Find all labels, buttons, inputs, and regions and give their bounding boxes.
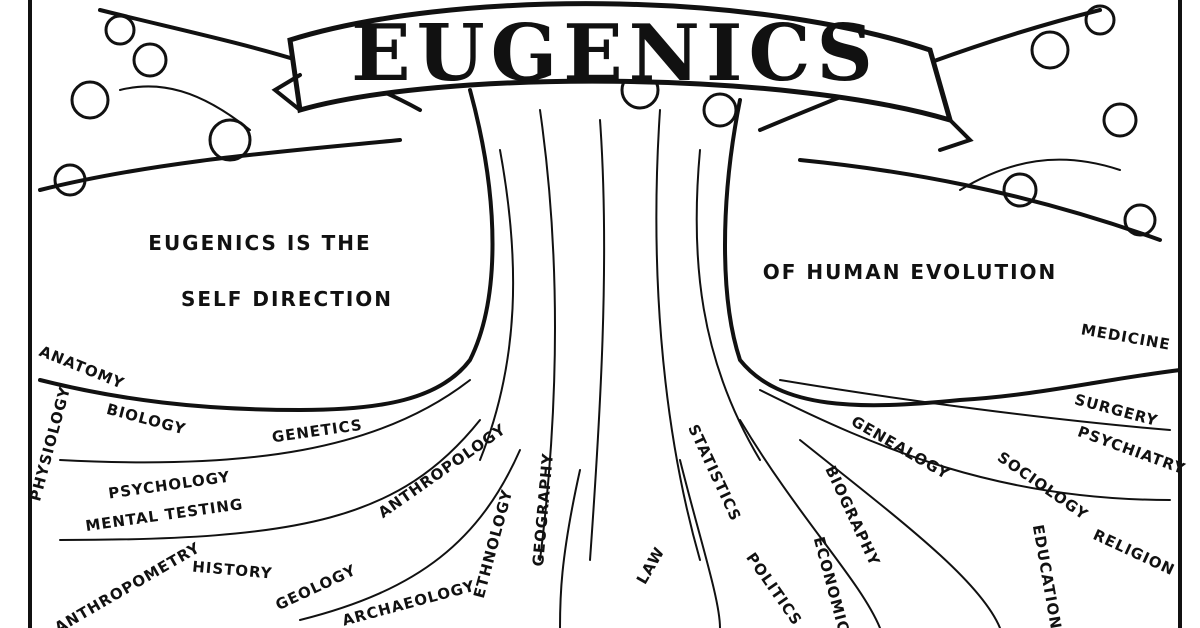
- banner-title: EUGENICS: [351, 8, 879, 99]
- root-label-ethnology: ETHNOLOGY: [470, 487, 516, 600]
- root-label-genealogy: GENEALOGY: [848, 412, 953, 483]
- root-label-politics: POLITICS: [742, 549, 805, 628]
- tree-roots: [59, 379, 1171, 628]
- frame-border: [28, 0, 1182, 628]
- root-label-religion: RELIGION: [1090, 526, 1177, 580]
- leaves: [53, 4, 1157, 237]
- root-label-anatomy: ANATOMY: [37, 342, 128, 393]
- motto-line-1: EUGENICS IS THE: [148, 231, 371, 255]
- root-label-medicine: MEDICINE: [1080, 320, 1172, 353]
- motto-line-2: SELF DIRECTION: [181, 287, 393, 311]
- root-label-geography: GEOGRAPHY: [529, 452, 557, 567]
- root-label-genetics: GENETICS: [271, 416, 364, 447]
- root-label-mental-testing: MENTAL TESTING: [84, 495, 244, 535]
- root-label-sociology: SOCIOLOGY: [994, 448, 1092, 524]
- root-label-economics: ECONOMICS: [810, 535, 856, 628]
- root-label-physiology: PHYSIOLOGY: [26, 384, 74, 503]
- root-label-psychology: PSYCHOLOGY: [107, 468, 232, 503]
- root-label-education: EDUCATION: [1029, 523, 1065, 628]
- root-label-archaeology: ARCHAEOLOGY: [340, 577, 477, 628]
- root-label-history: HISTORY: [192, 558, 274, 583]
- root-label-anthropometry: ANTHROPOMETRY: [52, 539, 204, 628]
- motto-line-3: OF HUMAN EVOLUTION: [763, 260, 1058, 284]
- root-label-law: LAW: [633, 544, 669, 588]
- title-banner: EUGENICS: [271, 1, 974, 152]
- root-label-psychiatry: PSYCHIATRY: [1075, 422, 1188, 478]
- tree-trunk: [38, 88, 1182, 561]
